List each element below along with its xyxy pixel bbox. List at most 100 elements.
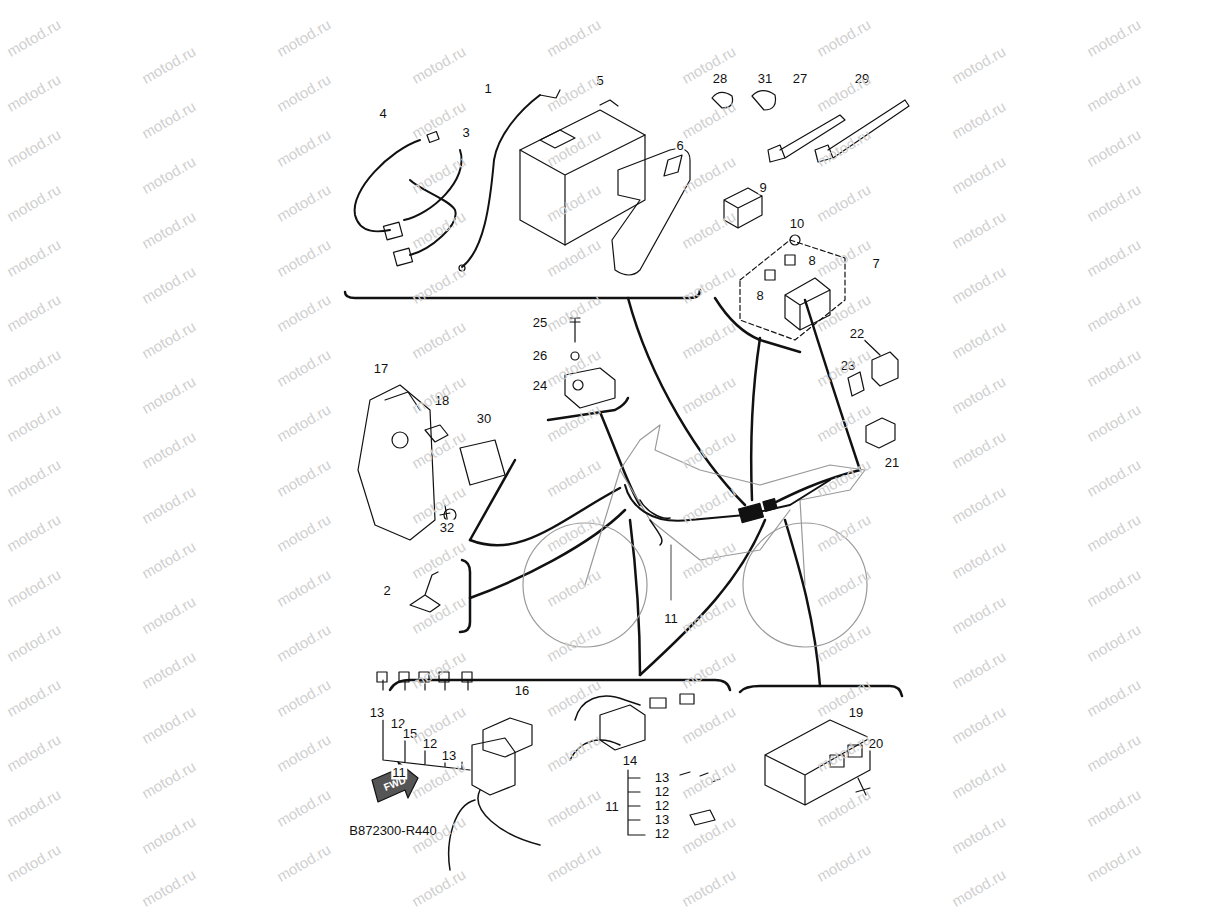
watermark: motod.ru — [814, 841, 873, 884]
watermark: motod.ru — [679, 703, 738, 746]
callout-number: 9 — [758, 180, 767, 195]
callout-number: 13 — [654, 812, 670, 827]
watermark: motod.ru — [274, 841, 333, 884]
callout-number: 11 — [663, 611, 679, 626]
watermark: motod.ru — [544, 566, 603, 609]
callout-number: 26 — [532, 348, 548, 363]
callout-number: 19 — [848, 705, 864, 720]
watermark: motod.ru — [679, 813, 738, 856]
watermark: motod.ru — [814, 786, 873, 829]
watermark: motod.ru — [139, 758, 198, 801]
watermark: motod.ru — [949, 538, 1008, 581]
watermark: motod.ru — [679, 758, 738, 801]
watermark: motod.ru — [814, 71, 873, 114]
watermark: motod.ru — [4, 181, 63, 224]
watermark: motod.ru — [1084, 676, 1143, 719]
watermark: motod.ru — [4, 236, 63, 279]
callout-number: 32 — [439, 520, 455, 535]
callout-number: 30 — [476, 411, 492, 426]
callout-number: 13 — [369, 705, 385, 720]
watermark: motod.ru — [1084, 181, 1143, 224]
watermark: motod.ru — [4, 291, 63, 334]
watermark: motod.ru — [1084, 291, 1143, 334]
watermark: motod.ru — [274, 401, 333, 444]
watermark: motod.ru — [274, 71, 333, 114]
watermark: motod.ru — [274, 566, 333, 609]
watermark: motod.ru — [139, 483, 198, 526]
watermark: motod.ru — [1084, 566, 1143, 609]
watermark: motod.ru — [4, 71, 63, 114]
watermark: motod.ru — [4, 676, 63, 719]
watermark: motod.ru — [544, 71, 603, 114]
watermark: motod.ru — [1084, 456, 1143, 499]
watermark: motod.ru — [949, 43, 1008, 86]
watermark: motod.ru — [409, 373, 468, 416]
watermark: motod.ru — [949, 208, 1008, 251]
callout-number: 12 — [654, 798, 670, 813]
watermark: motod.ru — [4, 841, 63, 884]
watermark: motod.ru — [544, 16, 603, 59]
watermark: motod.ru — [544, 126, 603, 169]
watermark: motod.ru — [1084, 731, 1143, 774]
watermark: motod.ru — [679, 98, 738, 141]
watermark: motod.ru — [274, 621, 333, 664]
watermark: motod.ru — [544, 731, 603, 774]
watermark: motod.ru — [679, 153, 738, 196]
watermark: motod.ru — [139, 593, 198, 636]
watermark: motod.ru — [679, 263, 738, 306]
watermark: motod.ru — [814, 511, 873, 554]
watermark: motod.ru — [1084, 126, 1143, 169]
watermark: motod.ru — [1084, 621, 1143, 664]
watermark: motod.ru — [679, 43, 738, 86]
watermark: motod.ru — [274, 16, 333, 59]
watermark: motod.ru — [139, 538, 198, 581]
watermark: motod.ru — [544, 786, 603, 829]
watermark: motod.ru — [949, 593, 1008, 636]
callout-number: 8 — [755, 288, 764, 303]
watermark: motod.ru — [139, 98, 198, 141]
watermark: motod.ru — [544, 401, 603, 444]
watermark: motod.ru — [274, 456, 333, 499]
watermark: motod.ru — [544, 181, 603, 224]
callout-number: 14 — [622, 753, 638, 768]
watermark: motod.ru — [274, 126, 333, 169]
callout-number: 12 — [654, 826, 670, 841]
callout-number: 28 — [712, 71, 728, 86]
watermark: motod.ru — [949, 263, 1008, 306]
watermark: motod.ru — [814, 456, 873, 499]
watermark: motod.ru — [139, 648, 198, 691]
watermark: motod.ru — [544, 456, 603, 499]
callout-number: 16 — [514, 683, 530, 698]
watermark: motod.ru — [4, 16, 63, 59]
watermark: motod.ru — [4, 511, 63, 554]
callout-number: 1 — [483, 81, 492, 96]
watermark: motod.ru — [814, 401, 873, 444]
callout-number: 10 — [789, 216, 805, 231]
callout-number: 31 — [757, 71, 773, 86]
callout-number: 21 — [884, 455, 900, 470]
watermark: motod.ru — [679, 538, 738, 581]
watermark: motod.ru — [949, 866, 1008, 909]
watermark: motod.ru — [409, 98, 468, 141]
watermark: motod.ru — [139, 318, 198, 361]
callout-number: 7 — [871, 256, 880, 271]
watermark: motod.ru — [814, 621, 873, 664]
watermark: motod.ru — [949, 318, 1008, 361]
watermark: motod.ru — [274, 346, 333, 389]
callout-number: 4 — [378, 106, 387, 121]
watermark: motod.ru — [409, 758, 468, 801]
watermark: motod.ru — [139, 703, 198, 746]
watermark: motod.ru — [679, 648, 738, 691]
watermark: motod.ru — [139, 373, 198, 416]
callout-number: 27 — [792, 71, 808, 86]
watermark: motod.ru — [814, 236, 873, 279]
watermark: motod.ru — [1084, 71, 1143, 114]
watermark: motod.ru — [1084, 346, 1143, 389]
callout-number: 17 — [373, 361, 389, 376]
watermark: motod.ru — [1084, 786, 1143, 829]
watermark: motod.ru — [274, 181, 333, 224]
watermark: motod.ru — [679, 428, 738, 471]
callout-number: 2 — [382, 583, 391, 598]
callout-number: 22 — [849, 326, 865, 341]
